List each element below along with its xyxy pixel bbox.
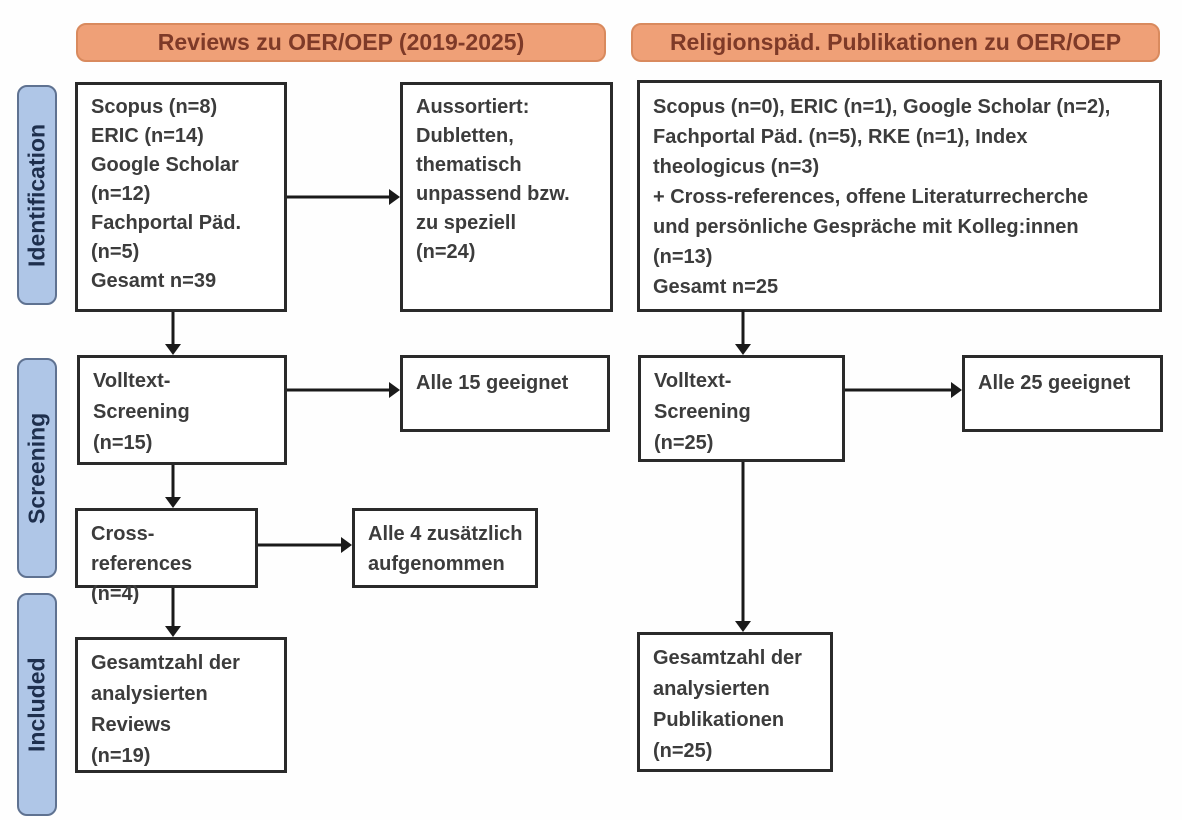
- arrow-fulltext-to-included-right: [734, 462, 752, 632]
- arrow-shaft: [741, 462, 745, 624]
- arrow-fulltext-to-crossref-left: [164, 465, 182, 508]
- box-sources-reviews: Scopus (n=8) ERIC (n=14) Google Scholar …: [75, 82, 287, 312]
- arrow-shaft: [845, 388, 954, 392]
- arrow-shaft: [171, 588, 175, 629]
- box-fulltext-screening-religionspaed: Volltext- Screening (n=25): [638, 355, 845, 462]
- arrow-crossref-to-included-left: [164, 588, 182, 637]
- stage-label-included: Included: [17, 593, 57, 816]
- arrow-fulltext-to-result-left: [287, 381, 400, 399]
- arrow-sources-to-fulltext-right: [734, 310, 752, 355]
- arrow-fulltext-to-result-right: [845, 381, 962, 399]
- box-sources-religionspaed: Scopus (n=0), ERIC (n=1), Google Scholar…: [637, 80, 1162, 312]
- box-excluded-reviews: Aussortiert: Dubletten, thematisch unpas…: [400, 82, 613, 312]
- arrow-sources-to-fulltext-left: [164, 312, 182, 355]
- arrow-head-icon: [165, 626, 181, 637]
- box-included-religionspaed: Gesamtzahl der analysierten Publikatione…: [637, 632, 833, 772]
- box-included-reviews: Gesamtzahl der analysierten Reviews (n=1…: [75, 637, 287, 773]
- arrow-shaft: [171, 312, 175, 347]
- box-fulltext-screening-reviews: Volltext- Screening (n=15): [77, 355, 287, 465]
- arrow-head-icon: [165, 344, 181, 355]
- banner-religionspaed-column: Religionspäd. Publikationen zu OER/OEP: [631, 23, 1160, 62]
- box-cross-references: Cross-references (n=4): [75, 508, 258, 605]
- stage-label-identification: Identification: [17, 85, 57, 305]
- arrow-shaft: [741, 310, 745, 347]
- arrow-head-icon: [165, 497, 181, 508]
- stage-label-screening: Screening: [17, 358, 57, 578]
- box-fulltext-result-religionspaed: Alle 25 geeignet: [962, 355, 1163, 432]
- box-cross-references-result: Alle 4 zusätzlich aufgenommen: [352, 508, 538, 588]
- banner-reviews-column: Reviews zu OER/OEP (2019-2025): [76, 23, 606, 62]
- arrow-shaft: [287, 195, 392, 199]
- arrow-head-icon: [389, 189, 400, 205]
- arrow-head-icon: [389, 382, 400, 398]
- arrow-head-icon: [735, 344, 751, 355]
- arrow-shaft: [258, 543, 344, 547]
- arrow-head-icon: [735, 621, 751, 632]
- box-fulltext-result-reviews: Alle 15 geeignet: [400, 355, 610, 432]
- arrow-shaft: [171, 465, 175, 500]
- arrow-head-icon: [341, 537, 352, 553]
- arrow-crossref-to-result: [258, 536, 352, 554]
- arrow-sources-to-excluded: [287, 188, 400, 206]
- arrow-shaft: [287, 388, 392, 392]
- arrow-head-icon: [951, 382, 962, 398]
